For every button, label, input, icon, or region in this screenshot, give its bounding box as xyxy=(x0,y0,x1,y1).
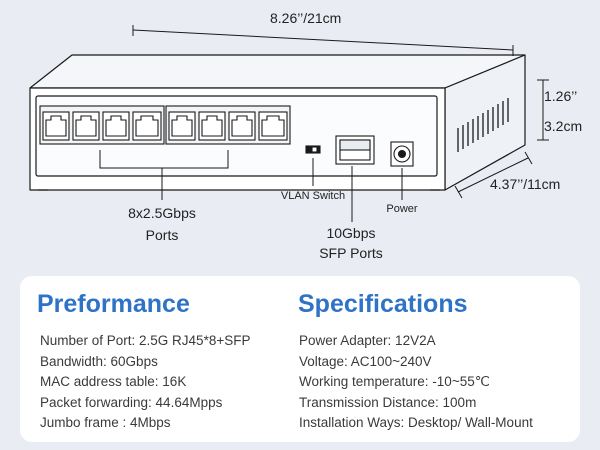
port-group-2 xyxy=(165,105,291,145)
spec-card: Preformance Number of Port: 2.5G RJ45*8+… xyxy=(20,276,580,442)
sfp-port xyxy=(335,135,375,165)
specifications-item: Transmission Distance: 100m xyxy=(299,394,477,410)
rj45-port xyxy=(258,111,288,141)
vlan-switch-label: VLAN Switch xyxy=(280,190,346,202)
rj45-port xyxy=(132,111,162,141)
sfp-speed-label: 10Gbps xyxy=(326,225,376,241)
specifications-item: Power Adapter: 12V2A xyxy=(299,333,436,348)
switch-top-face xyxy=(29,54,526,89)
rj45-port xyxy=(168,111,196,141)
specifications-list: Power Adapter: 12V2A Voltage: AC100~240V… xyxy=(299,331,533,434)
side-vents xyxy=(457,98,509,152)
rj45-port xyxy=(102,111,130,141)
performance-list: Number of Port: 2.5G RJ45*8+SFP Bandwidt… xyxy=(40,331,250,434)
performance-title: Preformance xyxy=(37,290,190,318)
specifications-item: Voltage: AC100~240V xyxy=(299,353,432,369)
rj45-ports-count-label: 8x2.5Gbps xyxy=(128,205,196,221)
port-group-1 xyxy=(39,105,165,145)
specifications-title: Specifications xyxy=(298,290,468,318)
specifications-item: Working temperature: -10~55℃ xyxy=(299,374,490,389)
performance-item: Packet forwarding: 44.64Mpps xyxy=(40,394,223,410)
dimension-lines xyxy=(132,25,549,199)
specifications-item: Installation Ways: Desktop/ Wall-Mount xyxy=(299,415,533,430)
callout-lines xyxy=(99,150,403,222)
power-jack-icon xyxy=(390,141,414,167)
width-dimension-label: 8.26’’/21cm xyxy=(270,10,342,26)
vlan-switch-icon xyxy=(305,145,321,154)
rj45-port xyxy=(72,111,100,141)
performance-item: Number of Port: 2.5G RJ45*8+SFP xyxy=(40,333,251,348)
performance-item: Bandwidth: 60Gbps xyxy=(40,353,158,369)
switch-diagram xyxy=(29,25,549,222)
rj45-port xyxy=(198,111,226,141)
height-dimension-label-in: 1.26’’ xyxy=(544,88,578,104)
performance-item: MAC address table: 16K xyxy=(40,374,187,389)
rj45-port xyxy=(42,111,70,141)
height-dimension-label-cm: 3.2cm xyxy=(544,118,583,134)
rj45-port xyxy=(228,111,256,141)
depth-dimension-label: 4.37’’/11cm xyxy=(490,176,561,192)
sfp-ports-label: SFP Ports xyxy=(319,245,383,261)
power-label: Power xyxy=(386,203,418,215)
performance-item: Jumbo frame : 4Mbps xyxy=(40,415,171,430)
rj45-ports-word-label: Ports xyxy=(145,227,179,243)
